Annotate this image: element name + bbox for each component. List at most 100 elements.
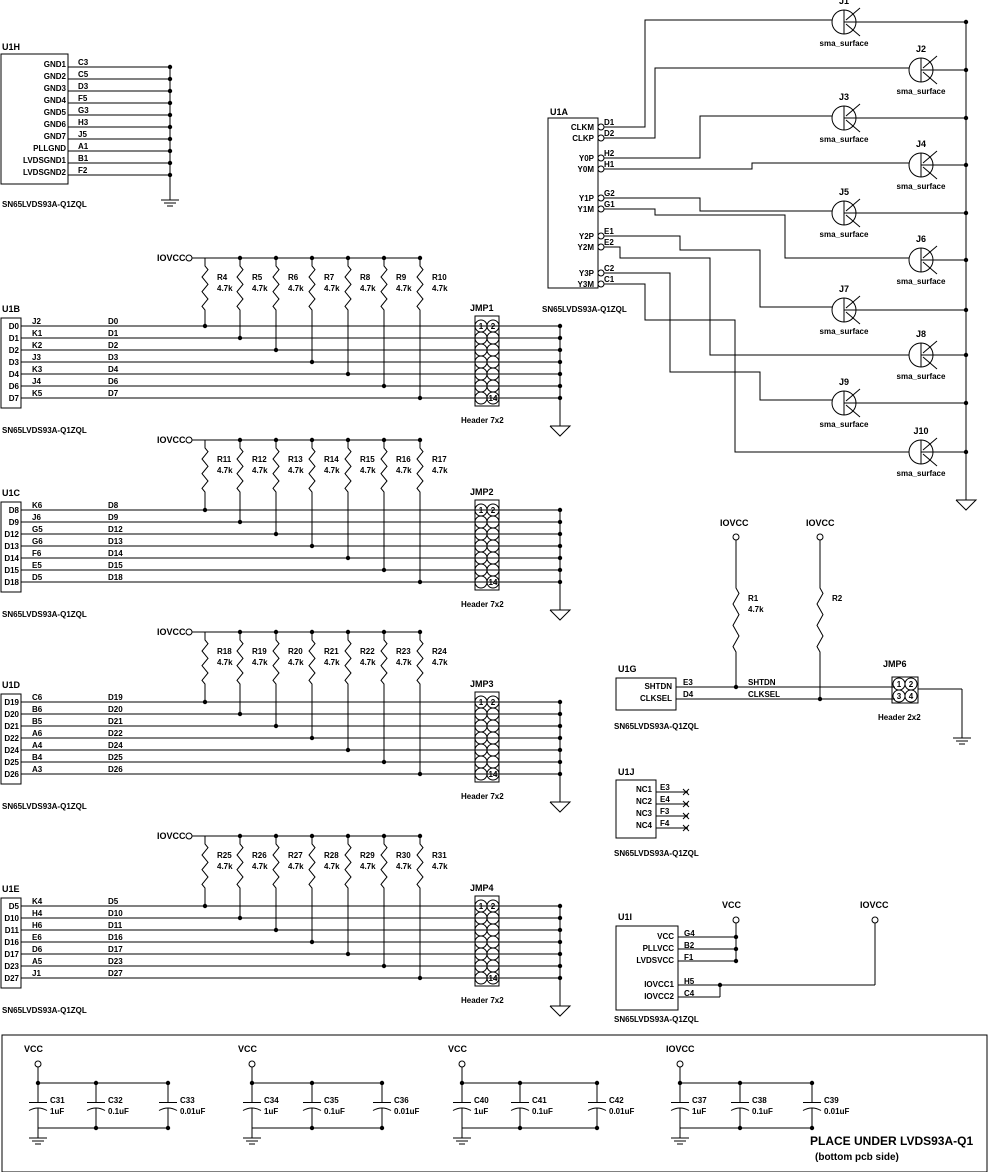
header-label: Header 7x2	[461, 996, 504, 1005]
cap-ref: C31	[50, 1096, 65, 1105]
bank-ball: J1	[32, 969, 41, 978]
sma-label: sma_surface	[820, 327, 869, 336]
u1j-ball: E3	[660, 783, 670, 792]
sma-connector	[922, 71, 938, 85]
bank-pin: D16	[4, 938, 19, 947]
bank-pin: D19	[4, 698, 19, 707]
diff-pair-trace	[604, 272, 832, 401]
diff-pair-trace	[604, 197, 832, 212]
bank-ball: B5	[32, 717, 43, 726]
resistor	[416, 836, 424, 896]
resistor	[344, 258, 352, 318]
diff-pair-trace	[604, 208, 909, 259]
sma-connector	[922, 150, 938, 164]
sma-connector	[845, 103, 861, 117]
header-pin	[486, 767, 500, 781]
cap-value: 0.01uF	[609, 1107, 634, 1116]
cap-ref: C37	[692, 1096, 707, 1105]
open-terminal	[185, 628, 193, 636]
cap-value: 0.1uF	[752, 1107, 773, 1116]
cap-net-label: VCC	[448, 1044, 468, 1054]
resistor	[236, 632, 244, 692]
sma-label: sma_surface	[820, 230, 869, 239]
cap-value: 0.01uF	[180, 1107, 205, 1116]
res-value: 4.7k	[252, 284, 268, 293]
junction-dot	[963, 162, 969, 168]
res-ref: R9	[396, 273, 407, 282]
sma-connector	[922, 437, 938, 451]
res-ref: R30	[396, 851, 411, 860]
u1g-pin: SHTDN	[644, 682, 672, 691]
resistor	[344, 632, 352, 692]
bank-ball: K4	[32, 897, 43, 906]
sma-connector	[922, 340, 938, 354]
resistor	[201, 632, 209, 692]
bank-ball: J4	[32, 377, 41, 386]
u1h-pin: GND1	[44, 60, 67, 69]
res-ref: R23	[396, 647, 411, 656]
resistor	[201, 836, 209, 896]
bank-net: D12	[108, 525, 123, 534]
sma-connector	[922, 261, 938, 275]
u1a-pin: Y1P	[579, 194, 595, 203]
u1h-box	[0, 53, 69, 185]
u1h-pin: GND4	[44, 96, 67, 105]
bank-ref: U1C	[2, 488, 21, 498]
bank-pin: D14	[4, 554, 19, 563]
res-ref: R1	[748, 594, 759, 603]
bank-net: D25	[108, 753, 123, 762]
jmp-ref: JMP3	[470, 679, 494, 689]
sma-ref: J9	[839, 377, 849, 387]
diff-pair-trace	[604, 283, 909, 453]
jmp-ref: JMP1	[470, 303, 494, 313]
res-value: 4.7k	[432, 862, 448, 871]
u1g-net: SHTDN	[748, 678, 776, 687]
res-value: 4.7k	[217, 658, 233, 667]
bank-ball: H4	[32, 909, 43, 918]
ground-symbol	[549, 425, 572, 437]
bank-part: SN65LVDS93A-Q1ZQL	[2, 1006, 87, 1015]
u1g-part: SN65LVDS93A-Q1ZQL	[614, 722, 699, 731]
bank-pin: D1	[9, 334, 20, 343]
u1i-box	[615, 925, 679, 1011]
u1h-ball: A1	[78, 142, 89, 151]
res-ref: R25	[217, 851, 232, 860]
res-value: 4.7k	[324, 658, 340, 667]
u1g-pin: CLKSEL	[640, 694, 672, 703]
resistor	[272, 258, 280, 318]
sma-label: sma_surface	[897, 182, 946, 191]
u1h-pin: LVDSGND1	[23, 156, 67, 165]
sma-label: sma_surface	[897, 277, 946, 286]
sma-ref: J2	[916, 44, 926, 54]
sma-connector	[845, 295, 861, 309]
header-pin	[904, 689, 918, 703]
diff-pair-trace	[604, 246, 909, 356]
bank-ball: A3	[32, 765, 43, 774]
resistor	[201, 258, 209, 318]
u1a-pin: Y1M	[578, 205, 595, 214]
sma-connector	[845, 214, 861, 228]
u1j-pin: NC3	[636, 809, 653, 818]
resistor	[380, 440, 388, 500]
iovcc-label: IOVCC	[157, 435, 186, 445]
bank-net: D18	[108, 573, 123, 582]
bank-ball: A6	[32, 729, 43, 738]
u1j-ball: F4	[660, 819, 670, 828]
resistor	[732, 580, 740, 660]
bank-pin: D3	[9, 358, 20, 367]
sma-connector	[845, 7, 861, 21]
open-terminal	[458, 1060, 466, 1068]
u1a-part: SN65LVDS93A-Q1ZQL	[542, 305, 627, 314]
resistor	[380, 632, 388, 692]
u1j-part: SN65LVDS93A-Q1ZQL	[614, 849, 699, 858]
res-ref: R15	[360, 455, 375, 464]
resistor	[416, 258, 424, 318]
bank-box	[0, 693, 22, 785]
bank-part: SN65LVDS93A-Q1ZQL	[2, 610, 87, 619]
no-connect	[682, 788, 690, 796]
u1a-pin: CLKP	[572, 134, 594, 143]
sma-ref: J5	[839, 187, 849, 197]
open-terminal	[34, 1060, 42, 1068]
